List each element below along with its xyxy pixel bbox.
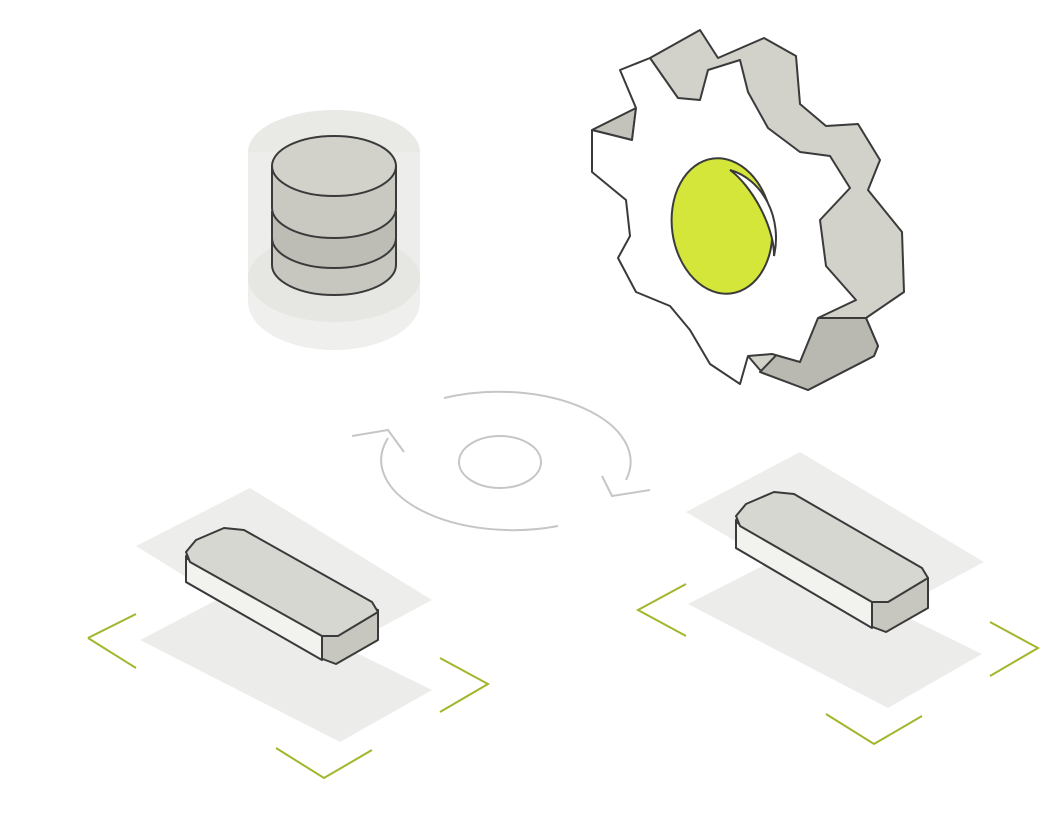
database-icon [248,110,420,350]
database-cap [271,135,397,197]
right-block-shadow [688,556,982,708]
cycle-center-ring [458,435,542,489]
right-corner-mark-right [989,621,1040,677]
left-corner-mark-right [439,657,491,713]
cycle-arrow-right [601,475,651,498]
right-corner-mark-bottom [825,713,923,746]
server-block-right [635,452,1040,746]
gear-side-shade [759,317,879,391]
left-block-shadow [140,592,432,742]
right-block-top [735,491,929,603]
sync-cycle-icon [351,390,651,532]
left-corner-mark-bottom [275,747,373,780]
right-corner-mark-left [635,583,687,637]
cycle-arc-top [443,390,632,481]
cycle-arrow-left [351,428,405,453]
left-corner-mark-left [87,613,137,669]
cycle-arc-bottom [380,437,559,532]
server-block-left [87,488,491,780]
gear-icon [591,29,905,391]
gear-hole-inner [729,169,777,257]
left-block-top [185,527,379,637]
